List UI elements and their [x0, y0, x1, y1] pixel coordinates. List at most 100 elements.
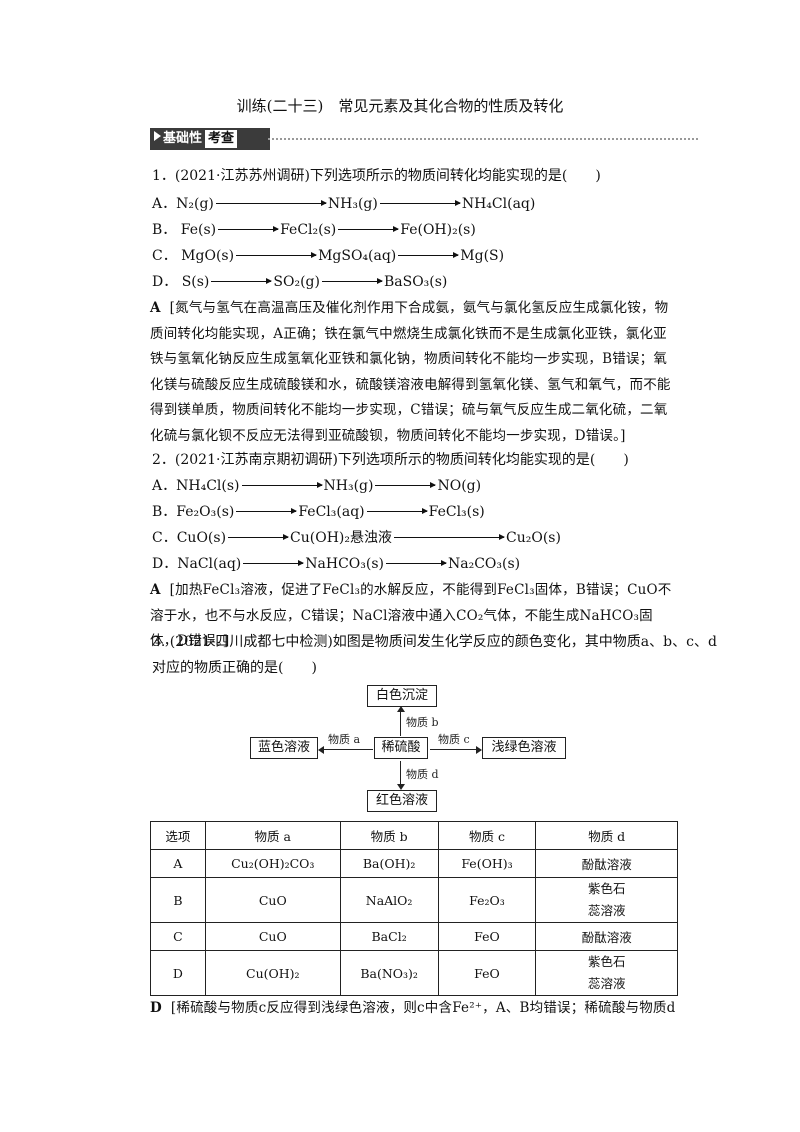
table-cell: 酚酞溶液	[535, 922, 678, 951]
arrow-icon	[241, 482, 323, 488]
table-header: 物质 c	[437, 821, 537, 850]
box-top: 白色沉淀	[367, 685, 437, 707]
arrow-icon	[385, 560, 447, 566]
option-part: FeCl₂(s)	[280, 222, 337, 238]
option-part: NH₃(g)	[327, 196, 378, 212]
table-header-row: 选项 物质 a 物质 b 物质 c 物质 d	[150, 821, 678, 850]
q1-explanation: A [氮气与氢气在高温高压及催化剂作用下合成氨，氨气与氯化氢反应生成氯化铵，物质…	[150, 296, 680, 449]
arrow-right-icon	[476, 746, 482, 754]
q1-stem: 1．(2021·江苏苏州调研)下列选项所示的物质间转化均能实现的是( )	[152, 168, 601, 184]
option-part: BaSO₃(s)	[383, 274, 448, 290]
option-part: NaCl(aq)	[177, 556, 242, 572]
play-icon	[154, 131, 161, 141]
option-key: D．	[152, 274, 178, 290]
table-cell: BaCl₂	[339, 922, 439, 951]
arrow-icon	[218, 226, 280, 232]
cell-line: 紫色石	[587, 881, 626, 896]
cell-line: 蕊溶液	[587, 976, 626, 991]
option-part: NaHCO₃(s)	[305, 556, 384, 572]
arrow-icon	[398, 252, 460, 258]
option-part: NO(g)	[437, 478, 482, 494]
q2-stem: 2．(2021·江苏南京期初调研)下列选项所示的物质间转化均能实现的是( )	[152, 452, 629, 468]
q3-table: 选项 物质 a 物质 b 物质 c 物质 d A Cu₂(OH)₂CO₃ Ba(…	[150, 821, 678, 996]
q1-answer: A	[150, 300, 161, 316]
table-cell: FeO	[437, 950, 537, 996]
section-header: 基础性考查	[150, 128, 270, 150]
q2-option-b: B．Fe₂O₃(s) FeCl₃(aq) FeCl₃(s)	[152, 501, 485, 521]
q2-explanation-text: [加热FeCl₃溶液，促进了FeCl₃的水解反应，不能得到FeCl₃固体，B错误…	[150, 582, 672, 649]
option-part: Fe(s)	[180, 222, 217, 238]
table-header: 物质 a	[204, 821, 341, 850]
table-cell: 紫色石蕊溶液	[535, 950, 678, 996]
option-part: CuO(s)	[176, 530, 227, 546]
section-divider	[268, 138, 698, 140]
option-key: C．	[152, 248, 177, 264]
cell-line: 蕊溶液	[587, 903, 626, 918]
option-part: Cu₂O(s)	[506, 530, 561, 546]
option-key: A．	[152, 196, 177, 212]
box-bottom: 红色溶液	[367, 790, 437, 812]
option-part: FeCl₃(s)	[428, 504, 485, 520]
q1-explanation-text: [氮气与氢气在高温高压及催化剂作用下合成氨，氨气与氯化氢反应生成氯化铵，物质间转…	[150, 300, 671, 444]
option-part: SO₂(g)	[273, 274, 320, 290]
cell-line: 紫色石	[587, 954, 626, 969]
page-title: 训练(二十三) 常见元素及其化合物的性质及转化	[236, 97, 564, 115]
table-cell: B	[150, 877, 206, 923]
arrow-icon	[338, 226, 400, 232]
table-cell: Fe₂O₃	[437, 877, 537, 923]
option-key: A．	[152, 478, 177, 494]
option-part: Cu(OH)₂悬浊液	[290, 530, 392, 546]
table-cell: Cu(OH)₂	[204, 950, 341, 996]
q1-option-b: B． Fe(s)FeCl₂(s)Fe(OH)₂(s)	[152, 219, 476, 239]
option-part: MgO(s)	[181, 248, 235, 264]
table-cell: CuO	[204, 877, 341, 923]
option-part: MgSO₄(aq)	[318, 248, 397, 264]
section-label-dark: 基础性	[163, 131, 203, 146]
arrow-icon	[321, 278, 383, 284]
table-cell: D	[150, 950, 206, 996]
box-center: 稀硫酸	[374, 737, 428, 759]
box-right: 浅绿色溶液	[482, 737, 566, 759]
table-cell: 紫色石蕊溶液	[535, 877, 678, 923]
arrow-left-line	[320, 749, 373, 750]
option-part: NH₄Cl(aq)	[461, 196, 536, 212]
arrow-right-line	[430, 749, 480, 750]
table-header: 物质 b	[339, 821, 439, 850]
q1-option-c: C． MgO(s)MgSO₄(aq)Mg(S)	[152, 245, 504, 265]
table-header: 选项	[150, 821, 206, 850]
option-key: C．	[152, 530, 177, 546]
table-row: B CuO NaAlO₂ Fe₂O₃ 紫色石蕊溶液	[150, 877, 678, 923]
table-row: D Cu(OH)₂ Ba(NO₃)₂ FeO 紫色石蕊溶液	[150, 950, 678, 996]
table-cell: Ba(NO₃)₂	[339, 950, 439, 996]
q3-explanation-text: [稀硫酸与物质c反应得到浅绿色溶液，则c中含Fe²⁺，A、B均错误；稀硫酸与物质…	[170, 1000, 676, 1016]
arrow-icon	[211, 278, 273, 284]
arrow-icon	[375, 482, 437, 488]
option-part: N₂(g)	[176, 196, 214, 212]
q3-stem-line1: 3. (2021·四川成都七中检测)如图是物质间发生化学反应的颜色变化，其中物质…	[152, 634, 717, 650]
option-part: Na₂CO₃(s)	[447, 556, 521, 572]
option-part: FeCl₃(aq)	[298, 504, 365, 520]
arrow-icon	[243, 560, 305, 566]
arrow-icon	[236, 508, 298, 514]
arrow-up-line	[400, 710, 401, 736]
arrow-down-icon	[397, 784, 405, 790]
option-key: B．	[152, 222, 177, 238]
option-part: Fe₂O₃(s)	[176, 504, 235, 520]
table-cell: A	[150, 849, 206, 878]
arrow-up-icon	[397, 706, 405, 712]
section-label-light: 考查	[205, 130, 238, 148]
q1-option-d: D． S(s)SO₂(g)BaSO₃(s)	[152, 271, 447, 291]
q3-stem-line2: 对应的物质正确的是( )	[152, 660, 317, 676]
table-cell: Cu₂(OH)₂CO₃	[204, 849, 341, 878]
q2-option-d: D．NaCl(aq)NaHCO₃(s)Na₂CO₃(s)	[152, 553, 520, 573]
q2-option-c: C．CuO(s) Cu(OH)₂悬浊液 Cu₂O(s)	[152, 527, 561, 547]
option-part: NH₃(g)	[323, 478, 374, 494]
option-part: NH₄Cl(s)	[176, 478, 240, 494]
table-cell: Ba(OH)₂	[339, 849, 439, 878]
option-key: B．	[152, 504, 177, 520]
label-c: 物质 c	[438, 733, 470, 746]
arrow-icon	[236, 252, 318, 258]
table-row: C CuO BaCl₂ FeO 酚酞溶液	[150, 922, 678, 951]
arrow-icon	[228, 534, 290, 540]
arrow-icon	[379, 200, 461, 206]
